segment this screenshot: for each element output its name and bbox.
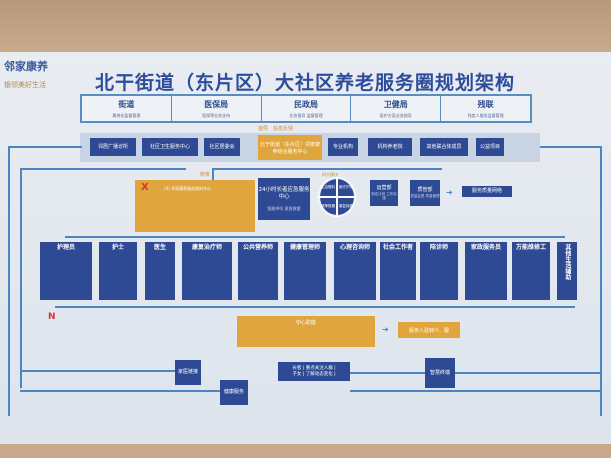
staff-role-box: 家政服务员 [465,242,507,300]
x-marker-icon: X [141,182,149,193]
dept: 民政局业务指导 监督管理 [262,96,352,121]
departments-row: 街道属地化监督管理 医保局医保等业务支持 民政局业务指导 监督管理 卫健局医护方… [80,94,532,123]
connector [8,146,10,416]
staff-role-box: 医生 [145,242,175,300]
dept: 医保局医保等业务支持 [172,96,262,121]
staff-role-box: 心理咨询师 [334,242,376,300]
flow-label: 指导 信息反馈 [258,126,294,132]
connector [212,168,214,180]
modules-circle: 生活照料 医疗护理 精神慰藉 康复保健 [318,177,356,217]
staff-role-box: 护士 [99,242,137,300]
connector [540,146,600,148]
staff-role-box: 护理员 [40,242,92,300]
connector [350,372,600,374]
connector [65,236,565,238]
family-doctor: 家医链接 [175,360,201,385]
connector [600,146,602,416]
quality-network: 服务质量网络 [462,186,512,197]
connector [20,168,186,170]
partner: 专业机构 [328,138,358,156]
partner: 社区居委会 [204,138,240,156]
connector [20,390,220,392]
page-title: 北干街道（东片区）大社区养老服务圈规划架构 [94,72,515,94]
emergency-center: 24小时长者应急服务中心智能呼叫 紧急救援 [258,178,310,220]
dept: 街道属地化监督管理 [82,96,172,121]
connector [350,390,600,392]
care-center-box: (X) 邻家康养服务照料中心 X [135,180,255,232]
connector [20,168,22,388]
connector [55,306,575,308]
wall [0,444,611,458]
partner: 邻居广播诊所 [90,138,136,156]
staff-role-label: 公共营养师 [242,244,273,251]
connector [20,370,175,372]
staff-role-label: 护士 [111,244,124,251]
smart-terminal: 智慧终端 [425,358,455,388]
partner: 机构养老院 [368,138,412,156]
center-duty-box: 中心职能 [237,316,375,347]
staff-role-label: 健康管理师 [289,244,320,251]
sub-center-tag: 统筹 [200,172,211,178]
ops-dept: 运营部制定计划 工作实施 [370,180,398,206]
staff-role-box: 康复治疗师 [182,242,232,300]
staff-role-label: 陪诊师 [429,244,448,251]
dept: 卫健局医护方面业务指导 [351,96,442,121]
staff-role-box: 健康管理师 [284,242,326,300]
staff-role-label: 医生 [153,244,166,251]
referral-box: 服务入驻转介、跟 [398,322,460,338]
logo: 邻家康养 银领美好生活 [4,60,48,89]
staff-role-box: 其他生活辅助 [557,242,577,300]
staff-role-label: 康复治疗师 [191,244,222,251]
arrow-right-icon: ➜ [446,188,453,197]
qa-dept: 质管部质量监督 质量管理 [410,180,440,206]
target-group: 长者 | 重点关注人群 | 子女 | 了解动态变化 | [278,362,350,381]
dept: 残联残疾人服务监督管理 [467,100,504,118]
partner: 其他联合体成员 [420,138,468,156]
n-marker-icon: N [48,312,56,322]
partner: 公益项目 [476,138,504,156]
staff-role-box: 公共营养师 [238,242,278,300]
modules-title: 四大模块 [322,172,338,177]
staff-role-label: 万能维修工 [515,244,546,251]
staff-role-box: 社会工作者 [380,242,416,300]
service-center: 北干街道（东片区）邻家康养综合服务中心 [258,135,322,160]
staff-role-label: 护理员 [56,244,75,251]
arrow-right-icon: ➜ [382,325,389,334]
staff-role-label: 社会工作者 [382,244,413,251]
staff-role-box: 万能维修工 [512,242,550,300]
connector [212,168,442,170]
staff-role-box: 陪诊师 [420,242,458,300]
health-service: 健康服务 [220,380,248,405]
staff-role-label: 家政服务员 [470,244,501,251]
staff-role-label: 心理咨询师 [339,244,370,251]
staff-role-label: 其他生活辅助 [563,244,571,280]
partner: 社区卫生服务中心 [142,138,198,156]
connector [8,146,82,148]
